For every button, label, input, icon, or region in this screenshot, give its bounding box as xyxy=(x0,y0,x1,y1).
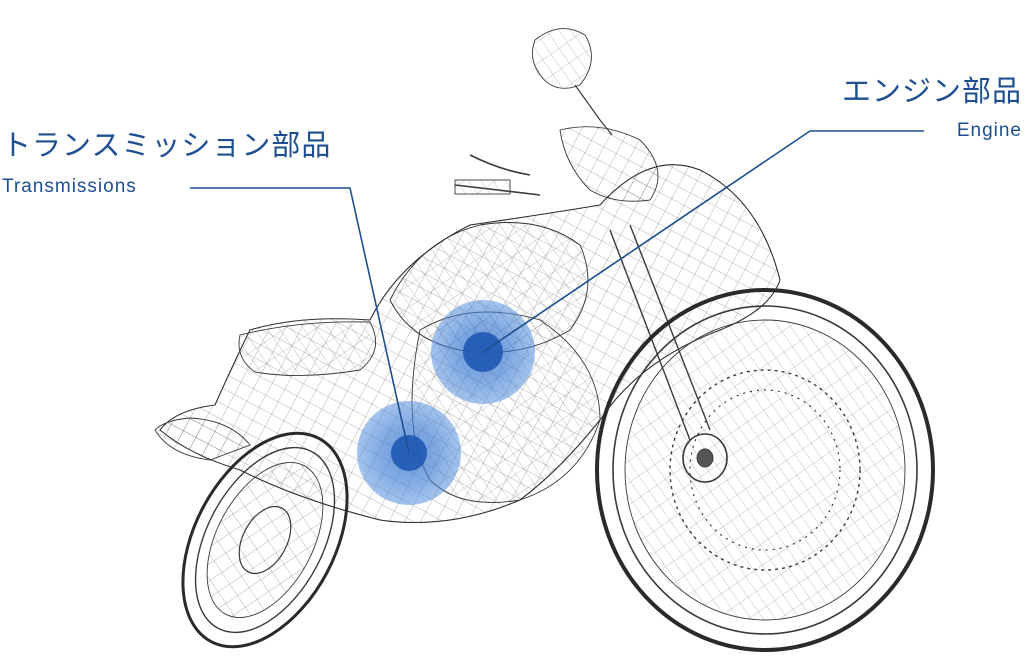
exhaust xyxy=(154,417,251,461)
engine-leader-line xyxy=(482,130,924,353)
transmission-label-jp: トランスミッション部品 xyxy=(2,128,332,162)
engine-label-en: Engine xyxy=(956,120,1022,141)
windscreen xyxy=(559,126,659,202)
tail-section xyxy=(238,321,377,377)
engine-label-jp: エンジン部品 xyxy=(841,74,1022,108)
mirror xyxy=(531,28,592,89)
rear-wheel xyxy=(181,431,349,649)
transmission-label-en: Transmissions xyxy=(2,176,137,197)
motorcycle-wireframe xyxy=(154,28,935,652)
transmission-leader-line xyxy=(190,187,410,454)
front-wheel xyxy=(595,288,935,652)
